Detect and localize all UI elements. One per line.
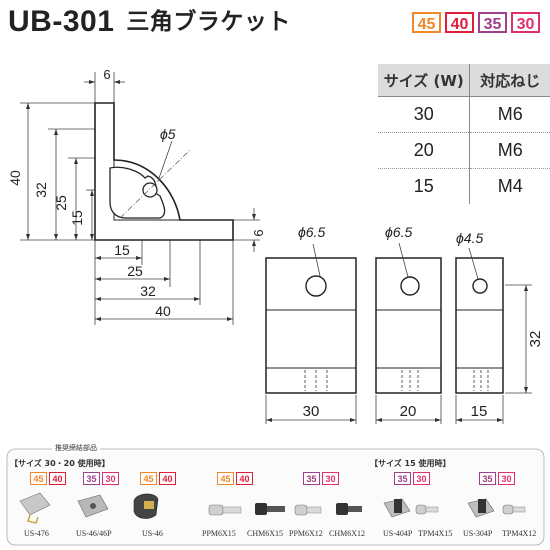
page-title: UB-301 三角ブラケット — [8, 4, 291, 39]
part-badge: 30 — [102, 472, 119, 485]
header-size: サイズ (W) — [378, 64, 471, 97]
dim-width-15: 15 — [114, 242, 130, 258]
part-badge: 35 — [394, 472, 411, 485]
part-label-us476: US-476 — [24, 529, 49, 538]
part-badge: 40 — [159, 472, 176, 485]
cell-screw: M4 — [497, 176, 523, 196]
dim-front-width-20: 20 — [400, 403, 417, 420]
dim-thickness-side: 6 — [251, 229, 266, 236]
header-screw: 対応ねじ — [469, 64, 550, 97]
part-badge: 40 — [49, 472, 66, 485]
part-label-tpm4x12: TPM4X12 — [502, 529, 537, 538]
size-badge-40: 40 — [445, 12, 474, 33]
part-badge: 45 — [140, 472, 157, 485]
part-label-us46-46p: US-46/46P — [76, 529, 112, 538]
dim-height-25: 25 — [53, 195, 69, 211]
size-badge-30: 30 — [511, 12, 540, 33]
dim-width-25: 25 — [127, 263, 143, 279]
cell-screw: M6 — [469, 132, 550, 169]
part-badge: 35 — [303, 472, 320, 485]
parts-heading: 推奨締結部品 — [52, 443, 100, 453]
part-badge: 40 — [236, 472, 253, 485]
part-badge: 30 — [322, 472, 339, 485]
part-label-us46: US-46 — [142, 529, 163, 538]
size-badge-35: 35 — [478, 12, 507, 33]
dim-hole-15: ϕ4.5 — [456, 230, 483, 246]
part-label-ppm6x12: PPM6X12 — [289, 529, 323, 538]
dim-front-width-30: 30 — [303, 403, 320, 420]
dim-width-40: 40 — [155, 303, 171, 319]
group-15-label: 【サイズ 15 使用時】 — [370, 459, 451, 468]
dim-hole-20: ϕ6.5 — [385, 224, 412, 240]
part-badge: 35 — [479, 472, 496, 485]
dim-front-height-32: 32 — [527, 331, 544, 348]
part-label-chm6x12: CHM6X12 — [329, 529, 366, 538]
product-name: 三角ブラケット — [126, 9, 291, 35]
size-badge-45: 45 — [412, 12, 441, 33]
part-badge: 30 — [413, 472, 430, 485]
part-badge: 30 — [498, 472, 515, 485]
part-badge: 45 — [217, 472, 234, 485]
part-badge: 45 — [30, 472, 47, 485]
model-number: UB-301 — [8, 5, 115, 38]
part-label-chm6x15: CHM6X15 — [247, 529, 284, 538]
spec-table: サイズ (W) 対応ねじ 30 M6 20 M6 15 M4 — [378, 64, 550, 204]
part-label-tpm4x15: TPM4X15 — [418, 529, 453, 538]
part-label-ppm6x15: PPM6X15 — [202, 529, 236, 538]
dim-thickness-top: 6 — [103, 67, 110, 82]
part-label-us404p: US-404P — [383, 529, 413, 538]
cell-screw: M6 — [469, 96, 550, 133]
dim-hole-30: ϕ6.5 — [298, 224, 325, 240]
cell-size: 15 — [378, 168, 471, 204]
part-badge: 35 — [83, 472, 100, 485]
side-view-drawing: 6 40 32 25 15 ϕ5 6 15 25 32 40 — [7, 67, 544, 424]
part-images — [19, 492, 526, 524]
dim-height-40: 40 — [7, 170, 23, 186]
cell-size: 30 — [378, 96, 471, 133]
group-30-20-label: 【サイズ 30・20 使用時】 — [10, 459, 110, 468]
dim-width-32: 32 — [140, 283, 156, 299]
dim-front-width-15: 15 — [471, 403, 488, 420]
dim-height-15: 15 — [69, 210, 85, 226]
dim-hole-5: ϕ5 — [160, 126, 176, 142]
part-label-us304p: US-304P — [463, 529, 493, 538]
recommended-parts-panel: 推奨締結部品 【サイズ 30・20 使用時】 【サイズ 15 使用時】 45 4… — [6, 443, 546, 547]
dim-height-32: 32 — [33, 182, 49, 198]
cell-size: 20 — [378, 132, 471, 169]
